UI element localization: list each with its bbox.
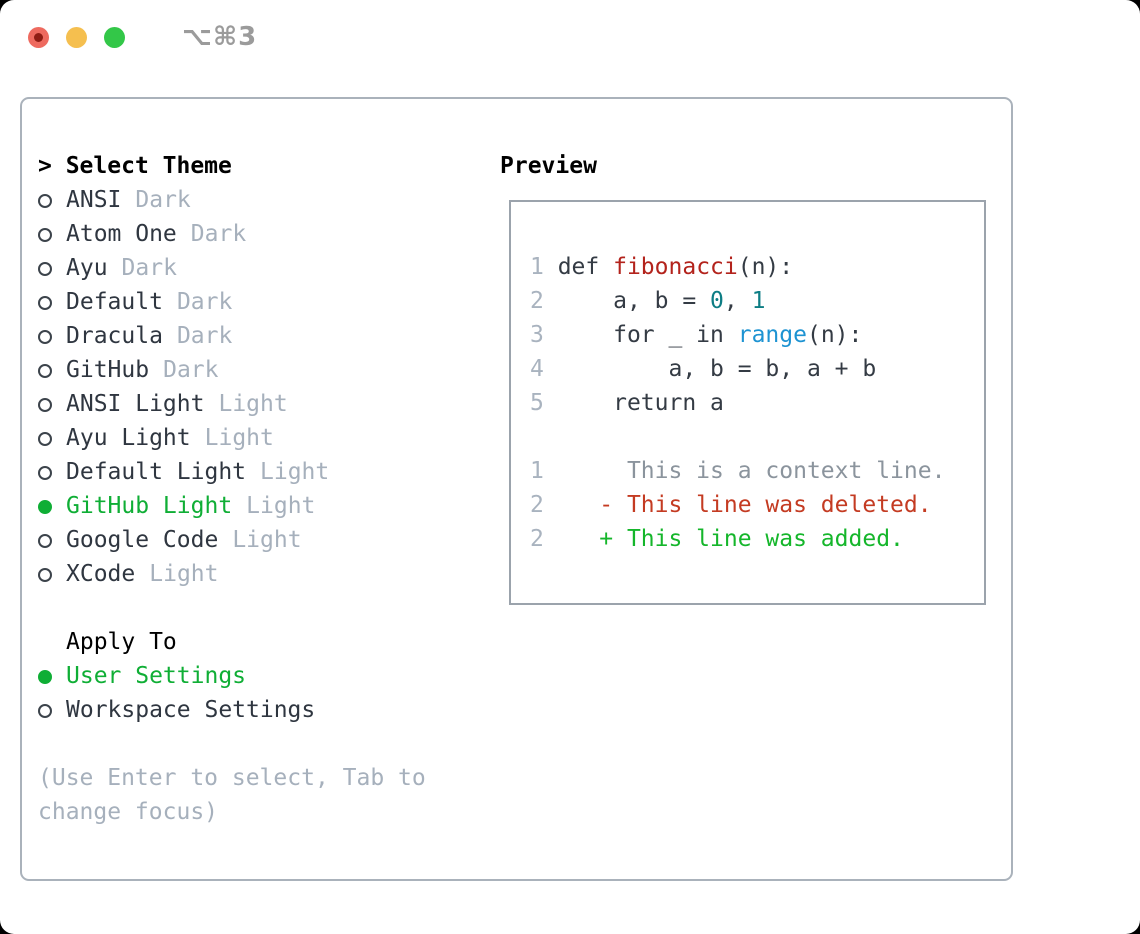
radio-icon: [38, 262, 52, 276]
theme-variant-tag: Light: [218, 391, 288, 417]
select-theme-label: Select Theme: [65, 153, 232, 179]
unsaved-dot-icon: [34, 32, 43, 42]
blank-row: [530, 420, 945, 454]
theme-variant-tag: Dark: [190, 221, 247, 247]
radio-icon: [38, 228, 52, 242]
radio-selected-icon: [38, 500, 52, 514]
line-number: 2: [530, 288, 544, 314]
radio-icon: [38, 466, 52, 480]
function-name: fibonacci: [613, 254, 738, 280]
line-number: 5: [530, 390, 544, 416]
theme-variant-tag: Dark: [135, 187, 191, 213]
preview-box: 1 def fibonacci(n): 2 a, b = 0, 1 3 for …: [509, 200, 986, 605]
radio-icon: [38, 534, 52, 548]
diff-deleted-line: 2 - This line was deleted.: [530, 492, 932, 518]
code-line-5: 5 return a: [530, 390, 724, 416]
theme-variant-tag: Light: [260, 459, 330, 485]
keyboard-hint-line2: change focus): [38, 799, 219, 825]
theme-variant-tag: Dark: [163, 357, 219, 383]
line-number: 4: [530, 356, 544, 382]
blank-row: [38, 727, 426, 761]
diff-context-line: 1 This is a context line.: [530, 458, 946, 484]
line-number: 2: [530, 492, 544, 518]
apply-to-label: Apply To: [66, 629, 177, 655]
theme-variant-tag: Light: [204, 425, 274, 451]
code-line-3: 3 for _ in range(n):: [530, 322, 863, 348]
theme-variant-tag: Light: [232, 527, 302, 553]
theme-variant-tag: Dark: [176, 323, 233, 349]
radio-icon: [38, 398, 52, 412]
radio-icon: [38, 432, 52, 446]
code-line-2: 2 a, b = 0, 1: [530, 288, 766, 314]
apply-option-workspace-settings[interactable]: Workspace Settings: [38, 693, 426, 727]
titlebar: ⌥⌘3: [0, 0, 1140, 74]
theme-variant-tag: Light: [149, 561, 219, 587]
theme-variant-tag: Dark: [176, 289, 233, 315]
radio-icon: [38, 568, 52, 582]
line-number: 1: [530, 458, 544, 484]
blank-row: [38, 591, 426, 625]
radio-icon: [38, 704, 52, 718]
prompt-chevron-icon: >: [38, 153, 66, 179]
code-line-1: 1 def fibonacci(n):: [530, 254, 794, 280]
radio-icon: [38, 330, 52, 344]
zoom-button[interactable]: [104, 26, 125, 48]
radio-icon: [38, 364, 52, 378]
radio-icon: [38, 296, 52, 310]
line-number: 3: [530, 322, 544, 348]
number-literal: 1: [751, 288, 766, 314]
line-number: 2: [530, 526, 544, 552]
code-preview: 1 def fibonacci(n): 2 a, b = 0, 1 3 for …: [530, 250, 945, 556]
close-button[interactable]: [28, 26, 49, 48]
code-line-4: 4 a, b = b, a + b: [530, 356, 877, 382]
radio-selected-icon: [38, 670, 52, 684]
builtin-name: range: [737, 322, 807, 348]
apply-to-header: Apply To: [38, 625, 426, 659]
theme-variant-tag: Light: [246, 493, 316, 519]
window-shortcut-label: ⌥⌘3: [182, 22, 258, 52]
keyboard-hint-line1: (Use Enter to select, Tab to: [38, 765, 426, 791]
theme-variant-tag: Dark: [121, 255, 177, 281]
select-theme-header: > Select Theme: [38, 149, 426, 183]
line-number: 1: [530, 254, 544, 280]
apply-option-user-settings[interactable]: User Settings: [38, 659, 426, 693]
minimize-button[interactable]: [66, 26, 87, 48]
preview-title: Preview: [500, 153, 597, 179]
number-literal: 0: [710, 288, 724, 314]
radio-icon: [38, 194, 52, 208]
diff-added-line: 2 + This line was added.: [530, 526, 904, 552]
